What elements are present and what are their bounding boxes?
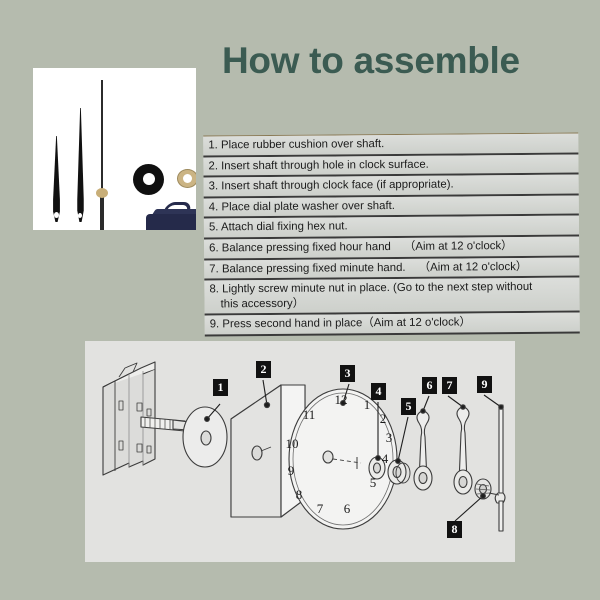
instruction-text: 6. Balance pressing fixed hour hand <box>209 240 391 255</box>
instruction-row: 7. Balance pressing fixed minute hand. （… <box>204 257 580 281</box>
diagram-label-7: 7 <box>442 377 457 394</box>
numeral-11: 11 <box>303 407 316 422</box>
diagram-label-2: 2 <box>256 361 271 378</box>
exploded-assembly-diagram: 12 1 2 3 4 5 6 7 8 9 10 11 1 2 3 4 5 6 7… <box>85 341 515 562</box>
clock-movement-body <box>146 214 196 230</box>
numeral-2: 2 <box>380 411 387 426</box>
instruction-text: 3. Insert shaft through clock face (if a… <box>208 178 454 193</box>
instruction-row: 4. Place dial plate washer over shaft. <box>203 195 579 219</box>
instruction-row: 5. Attach dial fixing hex nut. <box>203 215 580 240</box>
instruction-text: 4. Place dial plate washer over shaft. <box>208 199 395 214</box>
instruction-subtext: this accessory） <box>220 297 305 311</box>
numeral-3: 3 <box>386 430 393 445</box>
instruction-row: 8. Lightly screw minute nut in place. (G… <box>204 277 580 316</box>
second-hand-counterweight <box>96 188 108 198</box>
hour-hand-part <box>53 136 60 222</box>
instruction-text: 5. Attach dial fixing hex nut. <box>208 220 348 234</box>
minute-hand-shape-7 <box>456 406 470 484</box>
second-hand-lower-shaft <box>100 196 104 230</box>
diagram-label-1: 1 <box>213 379 228 396</box>
brass-washer-hole <box>183 174 192 183</box>
diagram-label-3: 3 <box>340 365 355 382</box>
second-hand-part <box>101 80 103 192</box>
diagram-label-6: 6 <box>422 377 437 394</box>
rubber-washer-hole <box>143 173 155 185</box>
instruction-note: （Aim at 12 o'clock） <box>403 240 513 253</box>
numeral-5: 5 <box>370 475 377 490</box>
hour-hand-hole <box>54 212 59 218</box>
instruction-list: 1. Place rubber cushion over shaft. 2. I… <box>203 132 580 337</box>
numeral-10: 10 <box>286 436 299 451</box>
page-title: How to assemble <box>222 40 520 81</box>
diagram-label-8: 8 <box>447 521 462 538</box>
instruction-text: 8. Lightly screw minute nut in place. (G… <box>209 281 533 296</box>
instruction-note: （Aim at 12 o'clock） <box>418 260 528 274</box>
diagram-label-9: 9 <box>477 376 492 393</box>
instruction-row: 2. Insert shaft through hole in clock su… <box>203 154 579 178</box>
instruction-row: 9. Press second hand in place（Aim at 12 … <box>204 312 580 337</box>
diagram-label-4: 4 <box>371 383 386 400</box>
instruction-row: 6. Balance pressing fixed hour hand （Aim… <box>204 236 580 261</box>
instruction-text: 2. Insert shaft through hole in clock su… <box>208 158 429 173</box>
diagram-label-5: 5 <box>401 398 416 415</box>
instruction-row: 1. Place rubber cushion over shaft. <box>203 133 579 158</box>
minute-hand-hole <box>78 213 82 218</box>
minute-hand-part <box>77 108 84 222</box>
instruction-text: 9. Press second hand in place（Aim at 12 … <box>209 316 471 331</box>
numeral-9: 9 <box>288 463 295 478</box>
hour-hand-shape-6 <box>416 410 430 482</box>
numeral-8: 8 <box>296 487 303 502</box>
clock-movement-kit-photo <box>33 68 196 230</box>
diagram-drawing: 12 1 2 3 4 5 6 7 8 9 10 11 <box>102 361 506 532</box>
instruction-text: 7. Balance pressing fixed minute hand. <box>209 261 406 275</box>
numeral-6: 6 <box>344 501 351 516</box>
numeral-1: 1 <box>364 397 371 412</box>
numeral-4: 4 <box>382 451 389 466</box>
second-hand-shape-9 <box>498 404 504 494</box>
instruction-text: 1. Place rubber cushion over shaft. <box>208 138 385 152</box>
numeral-12: 12 <box>335 392 348 407</box>
instruction-row: 3. Insert shaft through clock face (if a… <box>203 174 579 199</box>
numeral-7: 7 <box>317 501 324 516</box>
